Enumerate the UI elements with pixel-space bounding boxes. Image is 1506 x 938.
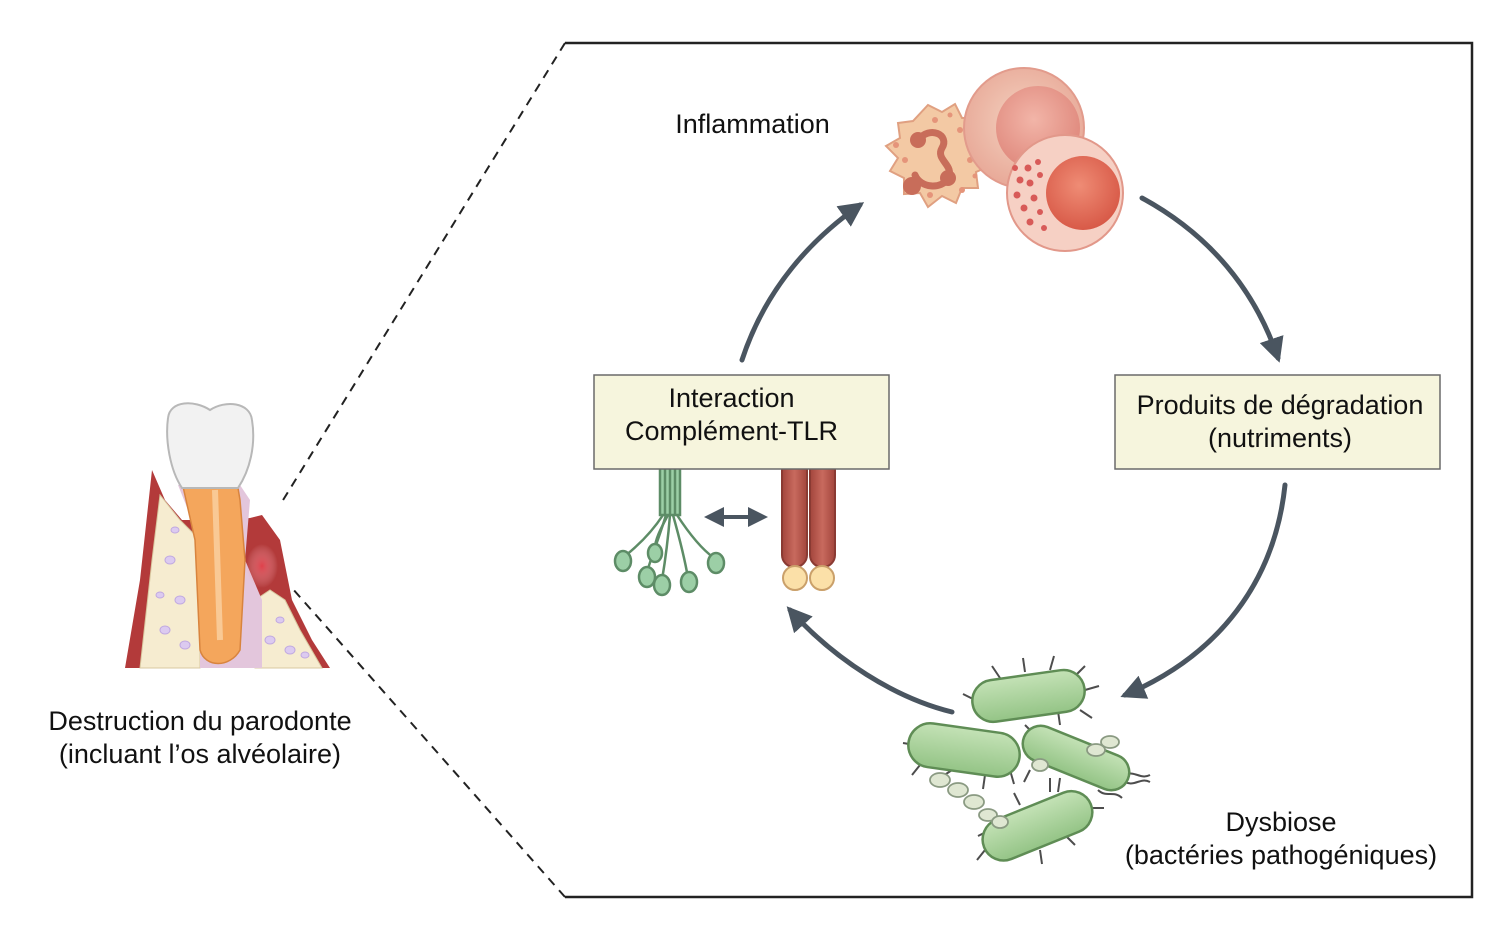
periodontium-line1: Destruction du parodonte: [48, 706, 352, 736]
mast-cell-icon: [1006, 134, 1124, 252]
dysbiosis-line1: Dysbiose: [1225, 807, 1337, 837]
degradation-box: [1114, 374, 1441, 470]
cycle-arrows: [739, 195, 1288, 715]
complement-receptor-icon: [613, 458, 726, 597]
inflammation-label: Inflammation: [640, 108, 865, 141]
tooth-crown-icon: [166, 402, 255, 489]
interaction-line2: Complément-TLR: [624, 416, 839, 446]
degradation-label: Produits de dégradation (nutriments): [1115, 389, 1445, 455]
arrow-degradation-to-dysbiosis: [1120, 482, 1288, 699]
dysbiosis-line2: (bactéries pathogéniques): [1124, 840, 1438, 870]
periodontium-line2: (incluant l’os alvéolaire): [58, 739, 342, 769]
arrow-interaction-to-inflammation: [739, 202, 865, 363]
dysbiosis-label: Dysbiose (bactéries pathogéniques): [1100, 806, 1462, 872]
interaction-box: [593, 374, 890, 470]
inflammation-text: Inflammation: [675, 109, 830, 139]
arrow-inflammation-to-degradation: [1139, 195, 1284, 363]
immune-cells-icon: [884, 67, 1124, 252]
interaction-line1: Interaction: [668, 383, 795, 413]
periodontium-label: Destruction du parodonte (incluant l’os …: [20, 705, 380, 771]
zoom-frame: [279, 41, 1474, 899]
arrow-dysbiosis-to-interaction: [786, 606, 955, 715]
tlr-receptor-icon: [781, 454, 836, 591]
degradation-line1: Produits de dégradation: [1136, 390, 1424, 420]
tooth-illustration: [125, 402, 330, 669]
tooth-root-icon: [181, 469, 246, 665]
degradation-line2: (nutriments): [1207, 423, 1353, 453]
bacteria-cluster-icon: [902, 655, 1151, 865]
interaction-label: Interaction Complément-TLR: [594, 382, 869, 448]
inflammation-spot-icon: [246, 544, 278, 588]
